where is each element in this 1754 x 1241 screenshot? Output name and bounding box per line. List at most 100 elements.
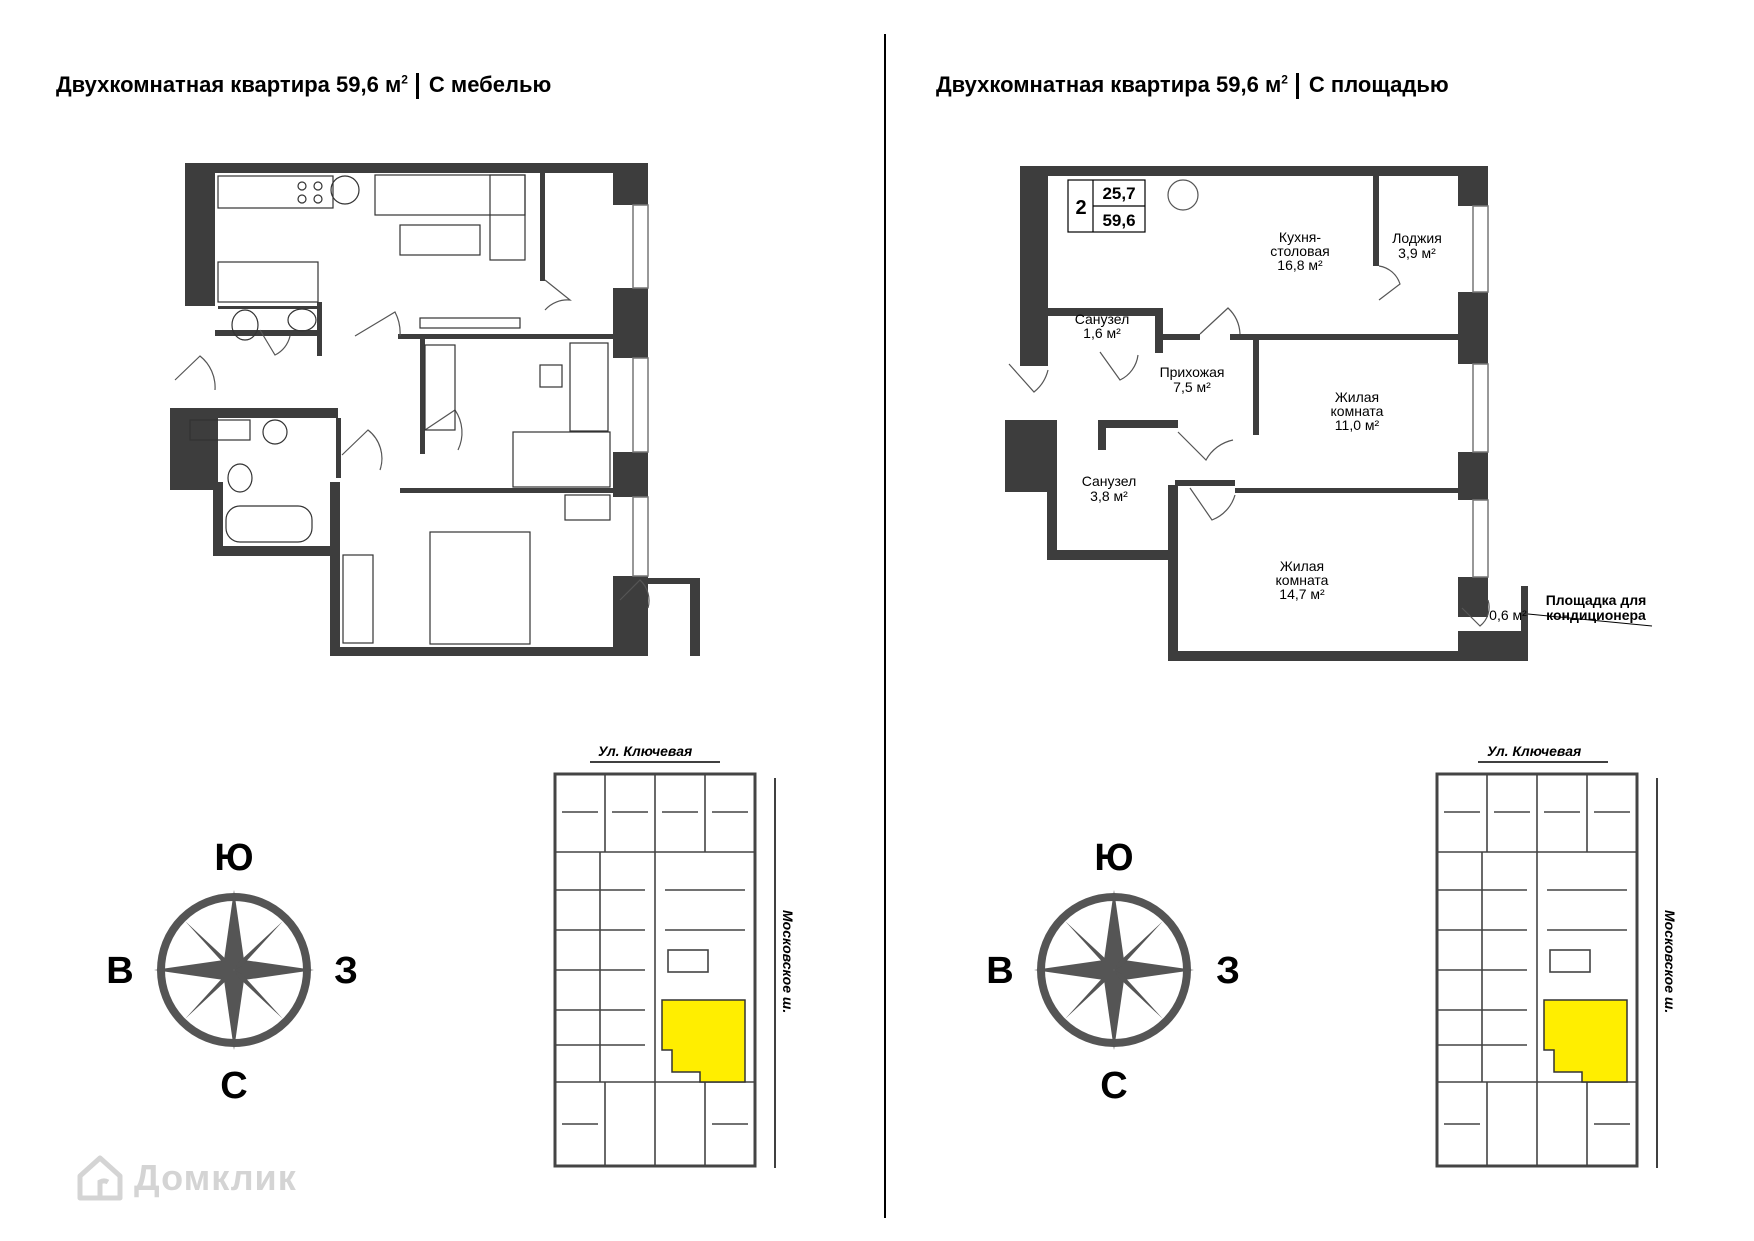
wall — [1373, 176, 1379, 266]
key-plan-left: Ул. Ключевая Московское ш. — [553, 743, 796, 1168]
wall — [213, 482, 223, 556]
door — [259, 329, 291, 356]
right-title-variant: С площадью — [1308, 72, 1449, 97]
room-area: 14,7 м² — [1279, 586, 1325, 602]
stove-burner-icon — [297, 181, 307, 191]
coffee-table — [399, 224, 481, 256]
room-labels: Кухня- столовая 16,8 м² Лоджия 3,9 м² Са… — [1075, 229, 1653, 627]
wall — [330, 482, 340, 656]
door — [341, 429, 383, 471]
wall — [1020, 166, 1458, 176]
wall — [1098, 420, 1178, 428]
wall — [170, 408, 338, 418]
door — [1177, 431, 1234, 461]
door — [1189, 487, 1236, 521]
ac-platform-label: Площадка для — [1546, 592, 1647, 608]
wall — [317, 302, 322, 356]
wall — [648, 578, 700, 584]
compass-needle — [1114, 970, 1163, 1019]
compass-label-bottom: С — [1100, 1065, 1127, 1107]
left-plan-title: Двухкомнатная квартира 59,6 м2 С мебелью — [56, 72, 552, 100]
door — [1008, 363, 1049, 393]
wall — [215, 330, 320, 336]
chair — [539, 364, 563, 388]
room-name: Жилая — [1280, 558, 1324, 574]
room-name: Кухня- — [1279, 229, 1321, 245]
compass-needle — [1114, 921, 1163, 970]
compass-needle — [1104, 890, 1124, 970]
watermark-text: Домклик — [134, 1157, 297, 1198]
wall — [185, 163, 613, 173]
room-name: Санузел — [1082, 473, 1137, 489]
room-name: столовая — [1270, 243, 1330, 259]
wall — [613, 452, 648, 497]
wall — [1098, 420, 1106, 450]
compass-label-top: Ю — [214, 837, 253, 879]
window — [632, 357, 649, 453]
stove-burner-icon — [297, 194, 307, 204]
compass-label-top: Ю — [1094, 837, 1133, 879]
panel-divider — [884, 34, 886, 1218]
wall — [1047, 550, 1175, 560]
room-name: комната — [1276, 572, 1329, 588]
room-name: Санузел — [1075, 311, 1130, 327]
wall — [540, 173, 545, 281]
door — [1378, 265, 1401, 301]
bathtub — [225, 505, 313, 543]
compass-needle — [1065, 921, 1114, 970]
left-title-variant: С мебелью — [428, 72, 552, 97]
compass-needle — [1104, 970, 1124, 1050]
door — [354, 311, 401, 337]
room-area: 7,5 м² — [1173, 379, 1211, 395]
washbasin-icon — [262, 419, 288, 445]
room-name: Жилая — [1335, 389, 1379, 405]
compass-needle — [234, 970, 283, 1019]
wall — [330, 647, 648, 656]
title-separator — [1295, 73, 1299, 100]
room-area: 3,9 м² — [1398, 245, 1436, 261]
plant-icon — [330, 175, 360, 205]
ac-platform-label: кондиционера — [1546, 607, 1646, 623]
toilet-icon — [227, 463, 253, 493]
left-title-sup: 2 — [401, 72, 408, 87]
wall — [613, 163, 648, 205]
compass-left: Ю С В З — [106, 837, 358, 1107]
wall — [1020, 166, 1048, 366]
room-name: Лоджия — [1392, 230, 1442, 246]
room-name: комната — [1331, 403, 1384, 419]
left-title-main: Двухкомнатная квартира 59,6 м — [56, 72, 402, 97]
tv-stand — [564, 494, 611, 521]
wall — [400, 488, 613, 493]
wall — [1155, 308, 1163, 353]
compass-needle — [224, 890, 244, 970]
compass-needle — [185, 921, 234, 970]
ac-leader-line — [1527, 613, 1653, 627]
wall — [398, 334, 613, 339]
door — [544, 279, 572, 311]
right-title-sup: 2 — [1281, 72, 1288, 87]
window — [632, 204, 649, 289]
wall — [1458, 577, 1488, 617]
stove-burner-icon — [313, 194, 323, 204]
wall — [213, 546, 338, 556]
kitchen-counter — [217, 175, 334, 209]
kitchen-sink-counter — [217, 261, 319, 303]
wall — [1235, 488, 1458, 493]
compass-needle — [234, 960, 314, 980]
wall — [1168, 651, 1488, 661]
watermark: Домклик — [74, 1152, 297, 1204]
street-label-side: Московское ш. — [1662, 910, 1678, 1013]
wall — [336, 418, 341, 478]
stove-burner-icon — [313, 181, 323, 191]
title-separator — [415, 73, 419, 100]
street-label-top: Ул. Ключевая — [598, 743, 692, 759]
total-area-value: 59,6 — [1102, 211, 1135, 230]
compass-needle — [234, 921, 283, 970]
wardrobe — [189, 419, 251, 441]
wall — [420, 334, 425, 454]
compass-label-bottom: С — [220, 1065, 247, 1107]
door — [1199, 307, 1241, 335]
